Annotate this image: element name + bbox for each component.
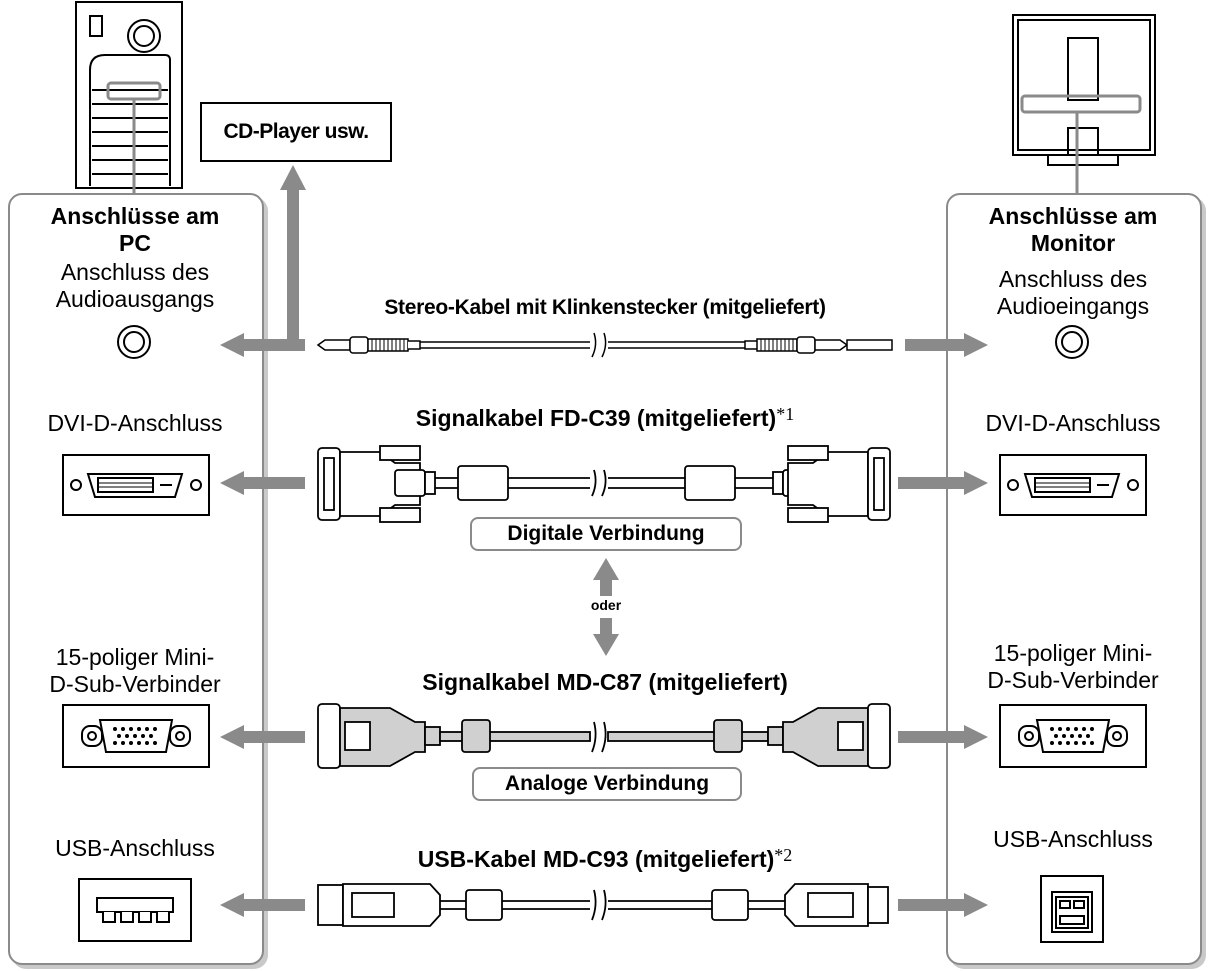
stereo-cable-icon xyxy=(316,332,893,358)
pc-audio-label-line2: Audioausgangs xyxy=(55,286,215,312)
monitor-usb-label: USB-Anschluss xyxy=(993,826,1153,852)
dvi-cable-icon xyxy=(317,445,891,523)
cd-player-label: CD-Player usw. xyxy=(223,120,369,143)
usb-cable-icon xyxy=(317,883,889,927)
usb-cable-title: USB-Kabel MD-C93 (mitgeliefert)*2 xyxy=(300,845,910,873)
monitor-panel xyxy=(946,193,1202,965)
monitor-audio-label-line2: Audioeingangs xyxy=(996,293,1150,319)
dvi-cable-title: Signalkabel FD-C39 (mitgeliefert)*1 xyxy=(300,404,910,432)
pc-audio-label: Anschluss des Audioausgangs xyxy=(10,259,260,313)
monitor-dsub-port-icon xyxy=(999,704,1147,768)
monitor-dvi-port-icon xyxy=(999,454,1147,516)
pc-panel-title: Anschlüsse am PC xyxy=(10,203,260,257)
pc-panel-title-line1: Anschlüsse am xyxy=(50,203,220,229)
monitor-dsub-label-line1: 15-poliger Mini- xyxy=(993,640,1153,666)
pc-dsub-label: 15-poliger Mini- D-Sub-Verbinder xyxy=(10,644,260,698)
audio-in-port-icon xyxy=(1055,325,1089,359)
stereo-cable-title: Stereo-Kabel mit Klinkenstecker (mitgeli… xyxy=(384,296,826,319)
monitor-dsub-label: 15-poliger Mini- D-Sub-Verbinder xyxy=(948,640,1198,694)
monitor-panel-title: Anschlüsse am Monitor xyxy=(948,203,1198,257)
pc-audio-label-line1: Anschluss des xyxy=(60,259,210,285)
pc-tower-icon xyxy=(75,1,183,189)
monitor-dvi-label: DVI-D-Anschluss xyxy=(985,410,1161,436)
digital-connection-box: Digitale Verbindung xyxy=(470,517,742,551)
monitor-panel-title-line1: Anschlüsse am xyxy=(988,203,1158,229)
monitor-panel-title-line2: Monitor xyxy=(1030,230,1116,256)
pc-panel-title-line2: PC xyxy=(119,230,151,256)
dvi-cable-footnote: *1 xyxy=(776,404,795,424)
audio-out-port-icon xyxy=(117,325,151,359)
usb-cable-footnote: *2 xyxy=(774,845,793,865)
monitor-back-icon xyxy=(1012,14,1156,166)
pc-usb-port-icon xyxy=(78,878,192,942)
pc-dsub-label-line2: D-Sub-Verbinder xyxy=(49,671,221,697)
pc-panel xyxy=(8,193,264,965)
pc-dvi-port-icon xyxy=(62,454,210,516)
dsub-cable-title: Signalkabel MD-C87 (mitgeliefert) xyxy=(422,669,788,695)
pc-dvi-label: DVI-D-Anschluss xyxy=(47,410,223,436)
usb-cable-title-text: USB-Kabel MD-C93 (mitgeliefert) xyxy=(417,846,775,872)
pc-dsub-port-icon xyxy=(62,704,210,768)
monitor-audio-label-line1: Anschluss des xyxy=(998,266,1148,292)
dvi-cable-title-text: Signalkabel FD-C39 (mitgeliefert) xyxy=(415,405,777,431)
monitor-dsub-label-line2: D-Sub-Verbinder xyxy=(987,667,1159,693)
monitor-usb-port-icon xyxy=(1040,875,1104,943)
pc-dsub-label-line1: 15-poliger Mini- xyxy=(55,644,215,670)
monitor-audio-label: Anschluss des Audioeingangs xyxy=(948,266,1198,320)
connection-arrows xyxy=(220,165,988,917)
dsub-cable-icon xyxy=(317,703,891,769)
analog-connection-box: Analoge Verbindung xyxy=(472,767,742,801)
or-label: oder xyxy=(590,597,622,613)
pc-usb-label: USB-Anschluss xyxy=(55,835,215,861)
cd-player-box: CD-Player usw. xyxy=(200,102,392,162)
